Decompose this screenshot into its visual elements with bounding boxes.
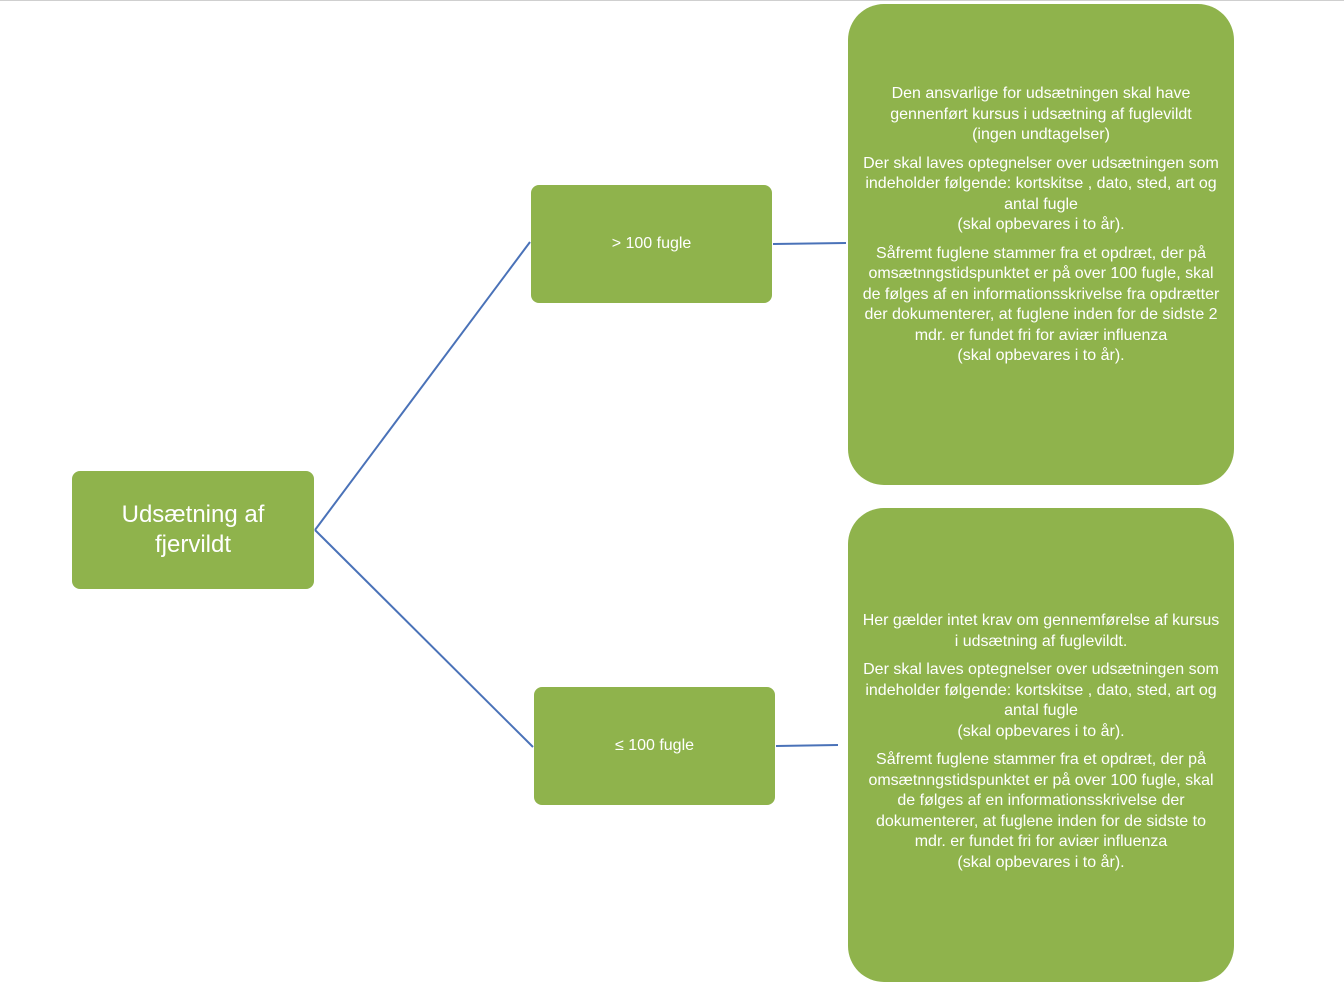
detail-paragraph-influenza: Såfremt fuglene stammer fra et opdræt, d…	[862, 244, 1220, 365]
detail-paragraph-course: Den ansvarlige for udsætningen skal have…	[890, 85, 1192, 143]
detail-node-over-100: Den ansvarlige for udsætningen skal have…	[848, 4, 1234, 485]
branch-node-over-100: > 100 fugle	[531, 185, 772, 303]
branch-node-label: > 100 fugle	[611, 235, 692, 252]
detail-paragraph-records: Der skal laves optegnelser over udsætnin…	[863, 154, 1219, 234]
branch-node-label: ≤ 100 fugle	[614, 737, 695, 754]
detail-paragraph-records: Der skal laves optegnelser over udsætnin…	[863, 661, 1219, 740]
connector-bottom-branch-to-detail	[775, 744, 839, 747]
detail-paragraph-influenza: Såfremt fuglene stammer fra et opdræt, d…	[868, 751, 1214, 871]
connector-root-to-bottom-branch	[314, 529, 534, 748]
detail-node-up-to-100: Her gælder intet krav om gennemførelse a…	[848, 508, 1234, 982]
detail-paragraph-course: Her gælder intet krav om gennemførelse a…	[862, 612, 1220, 650]
root-node: Udsætning af fjervildt	[72, 471, 314, 589]
connector-top-branch-to-detail	[772, 242, 847, 245]
connector-root-to-top-branch	[314, 241, 531, 531]
branch-node-up-to-100: ≤ 100 fugle	[534, 687, 775, 805]
root-node-label: Udsætning af fjervildt	[121, 501, 265, 558]
